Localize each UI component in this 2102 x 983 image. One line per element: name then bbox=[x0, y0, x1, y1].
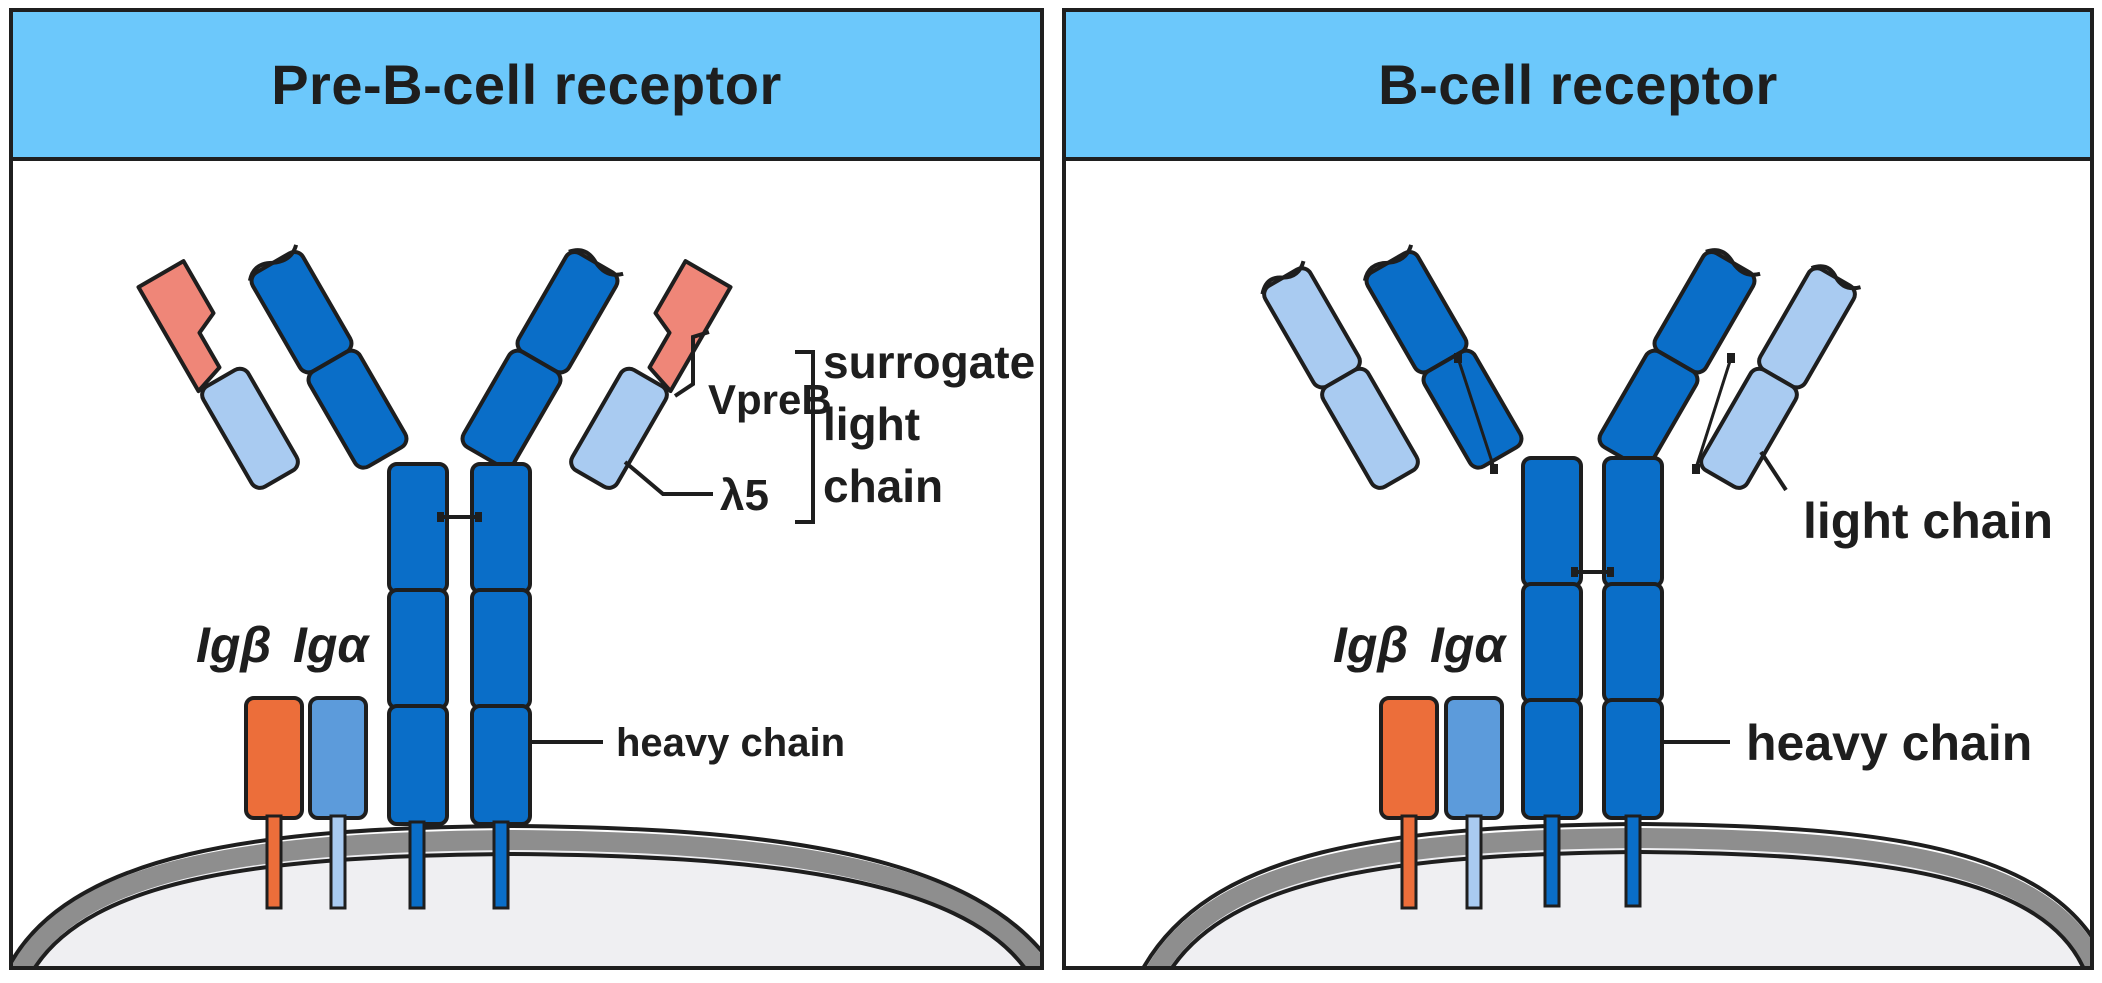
disulfide-bond bbox=[1571, 567, 1614, 577]
panel-header: Pre-B-cell receptor bbox=[13, 12, 1040, 161]
light-heavy-disulfide-right bbox=[1692, 353, 1735, 474]
ig-alpha-molecule bbox=[1444, 696, 1504, 910]
ig-alpha-molecule bbox=[308, 696, 368, 910]
b-cell-receptor-panel: B-cell receptor bbox=[1062, 8, 2094, 970]
heavy-chain-label: heavy chain bbox=[616, 721, 845, 765]
ig-beta-molecule bbox=[1379, 696, 1439, 910]
surrogate-light-chain-left bbox=[136, 259, 300, 490]
surrogate-label-line2: light bbox=[823, 398, 920, 450]
panel-title: B-cell receptor bbox=[1378, 53, 1778, 116]
light-chain-leader-line bbox=[1759, 450, 1788, 492]
light-chain-left bbox=[1260, 260, 1420, 490]
lambda5-leader-line bbox=[623, 460, 713, 496]
surrogate-label-line1: surrogate bbox=[823, 336, 1035, 388]
heavy-chain-stem-right bbox=[470, 462, 532, 910]
vpreb-label: VpreB bbox=[708, 376, 832, 423]
ig-alpha-label: Igα bbox=[293, 617, 370, 673]
ig-beta-label: Igβ bbox=[196, 617, 271, 673]
cell-membrane bbox=[1158, 838, 2090, 966]
heavy-chain-stem-left bbox=[1521, 456, 1583, 908]
heavy-chain-left-arm bbox=[1362, 244, 1524, 470]
heavy-chain-stem-right bbox=[1602, 456, 1664, 908]
pre-bcr-diagram: VpreB λ5 surrogate light chain Igβ Igα h… bbox=[13, 244, 1040, 966]
bcr-diagram: light chain Igβ Igα heavy chain bbox=[1142, 244, 2090, 966]
panel-header: B-cell receptor bbox=[1066, 12, 2090, 161]
light-heavy-disulfide-left bbox=[1454, 353, 1498, 474]
light-chain-right bbox=[1699, 264, 1862, 490]
surrogate-label-line3: chain bbox=[823, 460, 943, 512]
light-chain-label: light chain bbox=[1803, 493, 2053, 549]
ig-alpha-label: Igα bbox=[1430, 617, 1507, 673]
surrogate-light-chain-right bbox=[569, 259, 733, 490]
cell-membrane bbox=[13, 829, 1040, 966]
vpreb-segment bbox=[136, 259, 222, 394]
ig-beta-label: Igβ bbox=[1333, 617, 1408, 673]
disulfide-bond bbox=[437, 512, 482, 522]
ig-beta-molecule bbox=[244, 696, 304, 910]
heavy-chain-stem-left bbox=[387, 462, 449, 910]
pre-b-cell-receptor-panel: Pre-B-cell receptor bbox=[9, 8, 1044, 970]
heavy-chain-left-arm bbox=[247, 244, 409, 470]
surrogate-bracket bbox=[795, 350, 815, 524]
lambda5-label: λ5 bbox=[720, 471, 769, 520]
panel-title: Pre-B-cell receptor bbox=[271, 53, 782, 116]
heavy-chain-right-arm bbox=[460, 248, 624, 470]
vpreb-leader-line bbox=[673, 330, 710, 398]
heavy-chain-label: heavy chain bbox=[1746, 715, 2032, 771]
vpreb-segment bbox=[647, 259, 733, 394]
